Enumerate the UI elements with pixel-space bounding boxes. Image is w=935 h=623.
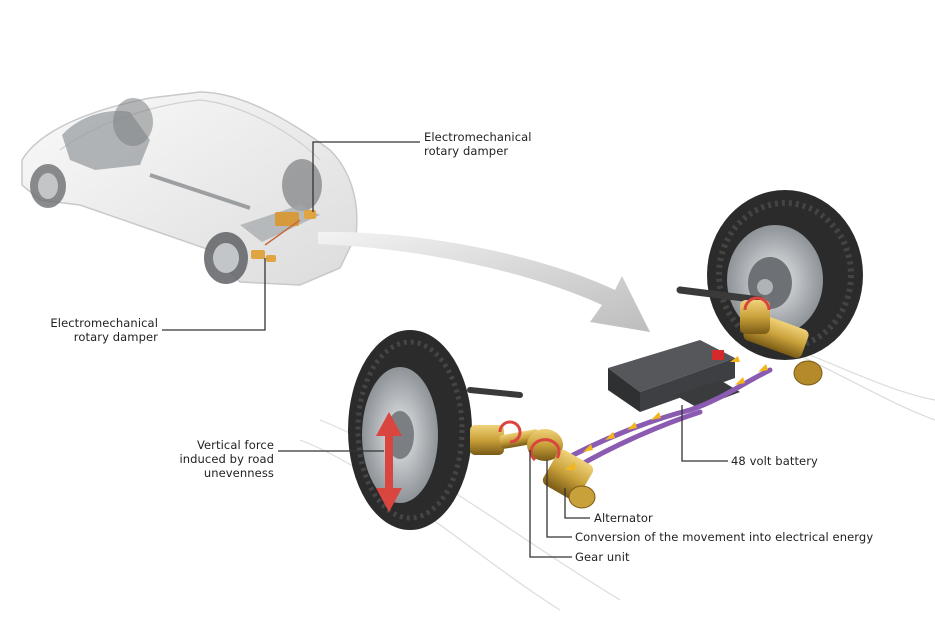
power-cables <box>557 367 773 471</box>
label-vertical-force-line3: unevenness <box>203 466 274 480</box>
label-damper-bottom: Electromechanical rotary damper <box>40 316 158 344</box>
callout-lines <box>162 141 728 558</box>
axle-rods <box>467 286 764 398</box>
left-rotary-damper <box>470 420 596 509</box>
label-alternator: Alternator <box>594 511 653 525</box>
right-rotary-damper <box>740 296 823 386</box>
label-vertical-force: Vertical force induced by road unevennes… <box>170 438 274 480</box>
label-damper-bottom-line1: Electromechanical <box>50 316 158 330</box>
label-conversion: Conversion of the movement into electric… <box>575 530 874 544</box>
48v-battery <box>608 340 740 412</box>
zoom-arrow <box>318 231 650 332</box>
label-damper-top: Electromechanical rotary damper <box>424 130 532 158</box>
label-gear-unit: Gear unit <box>575 550 630 564</box>
label-damper-top-line2: rotary damper <box>424 144 509 158</box>
car-illustration <box>21 91 358 286</box>
current-flow-arrows <box>583 356 768 452</box>
label-48v-battery: 48 volt battery <box>731 454 818 468</box>
vertical-force-arrow <box>376 412 402 512</box>
label-vertical-force-line2: induced by road <box>179 452 274 466</box>
label-vertical-force-line1: Vertical force <box>196 438 274 452</box>
front-left-wheel <box>348 330 472 530</box>
label-damper-bottom-line2: rotary damper <box>73 330 158 344</box>
label-damper-top-line1: Electromechanical <box>424 130 532 144</box>
